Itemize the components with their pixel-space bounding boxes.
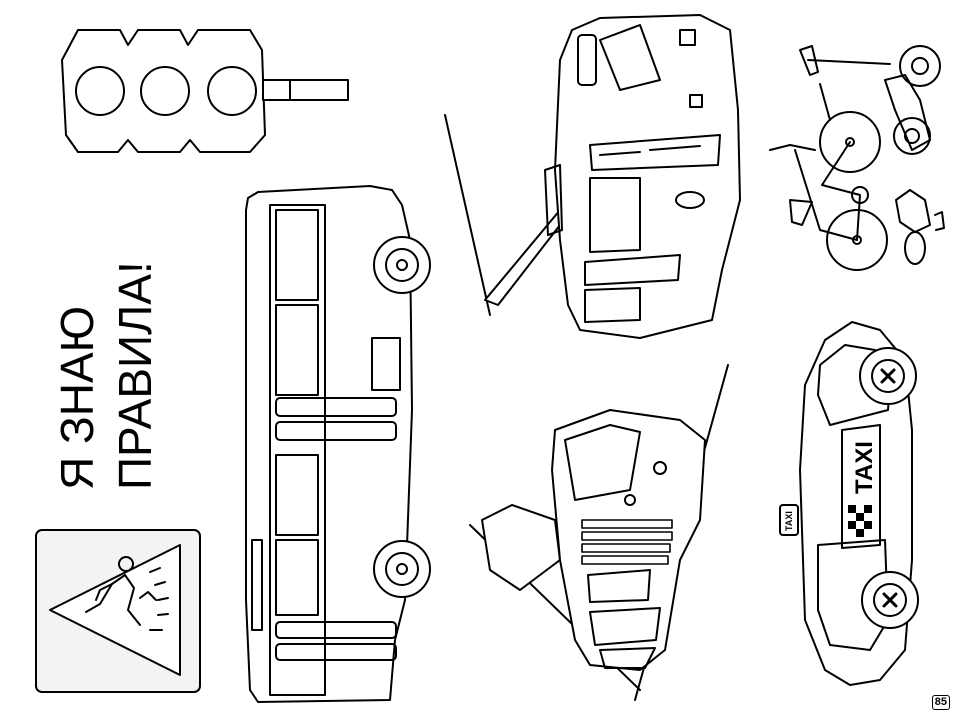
- traffic-light-icon: [61, 29, 349, 153]
- title-line-1: Я ЗНАЮ: [51, 305, 103, 490]
- taxi-icon: TAXI TAXI: [779, 321, 919, 686]
- trolleybus-icon: [444, 14, 741, 339]
- title-line-2: ПРАВИЛА!: [109, 261, 161, 490]
- taxi-door-text: TAXI: [851, 441, 878, 494]
- bus-icon: [245, 185, 431, 703]
- page-title: Я ЗНАЮ ПРАВИЛА!: [40, 200, 170, 500]
- scooter-icon: [799, 45, 941, 155]
- taxi-roof-sign: TAXI: [784, 511, 794, 531]
- pedestrian-crossing-sign-icon: [35, 529, 201, 693]
- page-number: 85: [931, 695, 950, 710]
- taxi-checker-pattern: [848, 505, 872, 537]
- bicycle-icon: [769, 111, 945, 271]
- tram-icon: [469, 364, 729, 701]
